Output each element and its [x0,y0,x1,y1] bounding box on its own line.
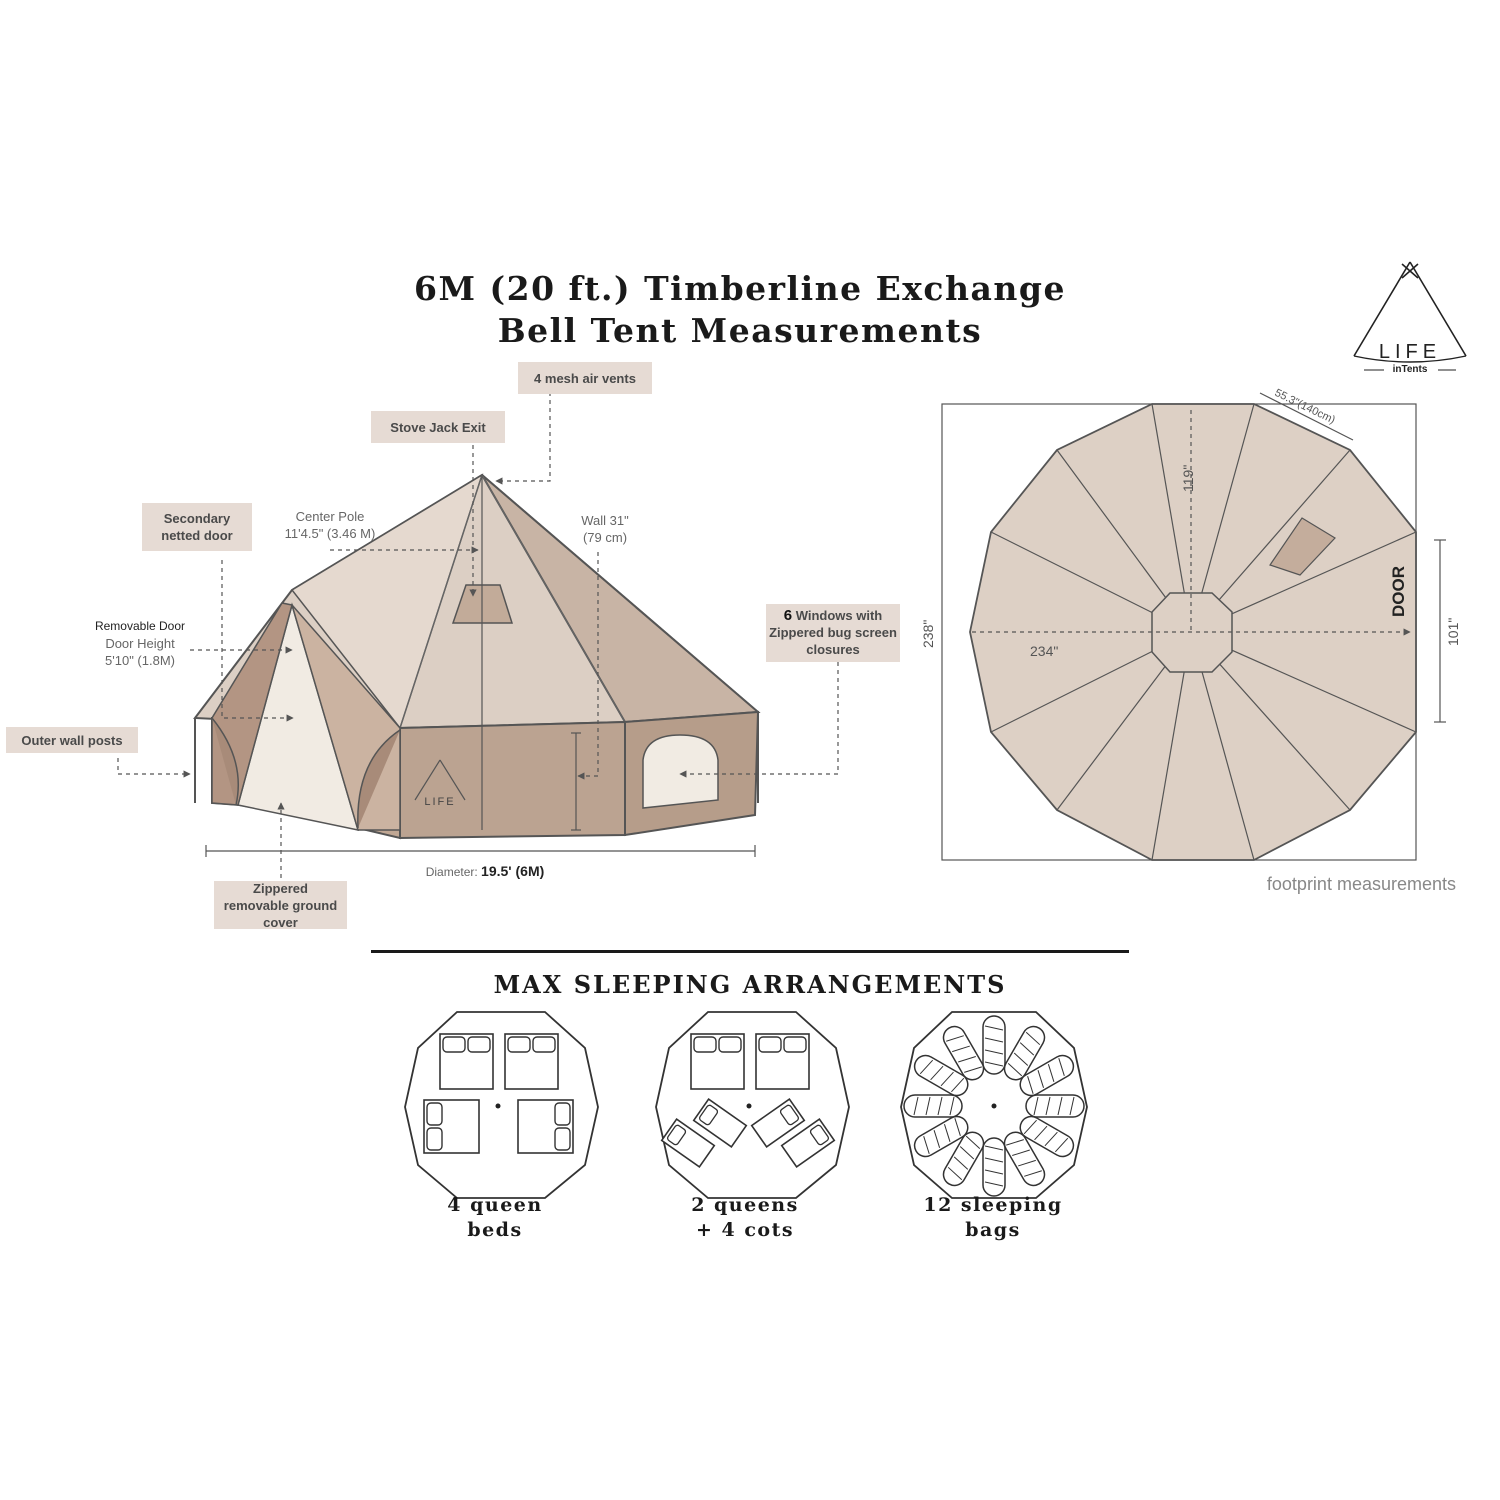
option-1-line2: beds [467,1219,523,1241]
option-caption-sleeping-bags: 12 sleeping bags [895,1193,1091,1243]
option-3-line1: 12 sleeping [923,1194,1063,1216]
front-wall [399,720,626,840]
center-pole-label: Center Pole 11'4.5" (3.46 M) [265,508,395,542]
radius-label: 119" [1180,465,1196,492]
sleeping-bag-icon [982,1015,1006,1075]
option-1-line1: 4 queen [447,1194,543,1216]
title-line-1: 6M (20 ft.) Timberline Exchange [414,269,1066,308]
option-sleeping-bags-diagram [900,1011,1088,1199]
footprint-diagram: 55.3"(140cm) 119" 238" 234" DOOR 101" [920,387,1461,861]
sleeping-bag-icon [1019,1054,1075,1097]
sleeping-bag-icon [903,1094,963,1118]
secondary-door-tag: Secondary netted door [142,503,252,551]
ground-cover-tag: Zippered removable ground cover [214,881,347,930]
windows-count: 6 [783,607,793,624]
height-label: 238" [920,620,936,648]
section-divider [371,950,1129,953]
stove-jack-tag: Stove Jack Exit [371,411,505,443]
logo-tent-icon [1353,261,1467,371]
option-2-line2: + 4 cots [695,1219,795,1241]
sleeping-bag-icon [913,1115,969,1158]
windows-text: Windows with Zippered bug screen closure… [769,608,897,657]
window [642,734,719,809]
logo-sub: inTents [1392,364,1428,375]
option-caption-queens-cots: 2 queens + 4 cots [650,1193,840,1243]
option-2-line1: 2 queens [691,1194,799,1216]
stove-jack-marker [1269,517,1336,576]
tent-logo-icon: LIFE [414,759,466,808]
door-height-title: Door Height [105,636,175,651]
sleeping-bag-icon [982,1137,1006,1197]
wall-title: Wall 31" [581,513,629,528]
sleeping-heading: MAX SLEEPING ARRANGEMENTS [493,970,1007,999]
option-queen-beds-diagram [404,1011,599,1199]
diameter-label: Diameter: 19.5' (6M) [395,863,575,881]
sleeping-bag-icon [1003,1025,1046,1081]
title-line-2: Bell Tent Measurements [497,311,983,350]
sleeping-bag-icon [1019,1115,1075,1158]
sleeping-diagrams [404,1011,1088,1199]
outer-wall-posts-tag: Outer wall posts [6,727,138,753]
page-title: 6M (20 ft.) Timberline Exchange Bell Ten… [0,268,1480,352]
option-3-line2: bags [965,1219,1021,1241]
tent-side-illustration: LIFE [117,392,839,878]
diameter-value: 19.5' (6M) [481,863,545,879]
center-pole-title: Center Pole [295,509,365,524]
option-caption-queen-beds: 4 queen beds [400,1193,590,1243]
diameter-title: Diameter: [425,865,478,879]
door-height-value: 5'10" (1.8M) [105,653,175,668]
logo-word: LIFE [1378,341,1442,363]
center-pole-value: 11'4.5" (3.46 M) [284,526,376,541]
door-height-label: Removable Door Door Height 5'10" (1.8M) [80,618,200,669]
windows-tag: 6 Windows with Zippered bug screen closu… [766,604,900,662]
removable-door-title: Removable Door [94,619,186,633]
sleeping-bag-icon [1025,1094,1085,1118]
wall-label: Wall 31" (79 cm) [560,512,650,546]
sleeping-bag-icon [1003,1131,1046,1187]
footprint-caption: footprint measurements [1266,874,1456,894]
option-queens-cots-diagram [655,1011,850,1199]
door-width-label: 101" [1445,618,1461,646]
sleeping-bag-icon [942,1131,985,1187]
svg-text:LIFE: LIFE [424,796,455,808]
brand-logo: LIFE inTents [1350,258,1470,383]
sleeping-bag-icon [942,1025,985,1081]
wall-value: (79 cm) [582,530,628,545]
door-label: DOOR [1389,566,1408,617]
mesh-vents-tag: 4 mesh air vents [518,362,652,394]
sleeping-bag-icon [913,1054,969,1097]
width-label: 234" [1030,643,1058,659]
